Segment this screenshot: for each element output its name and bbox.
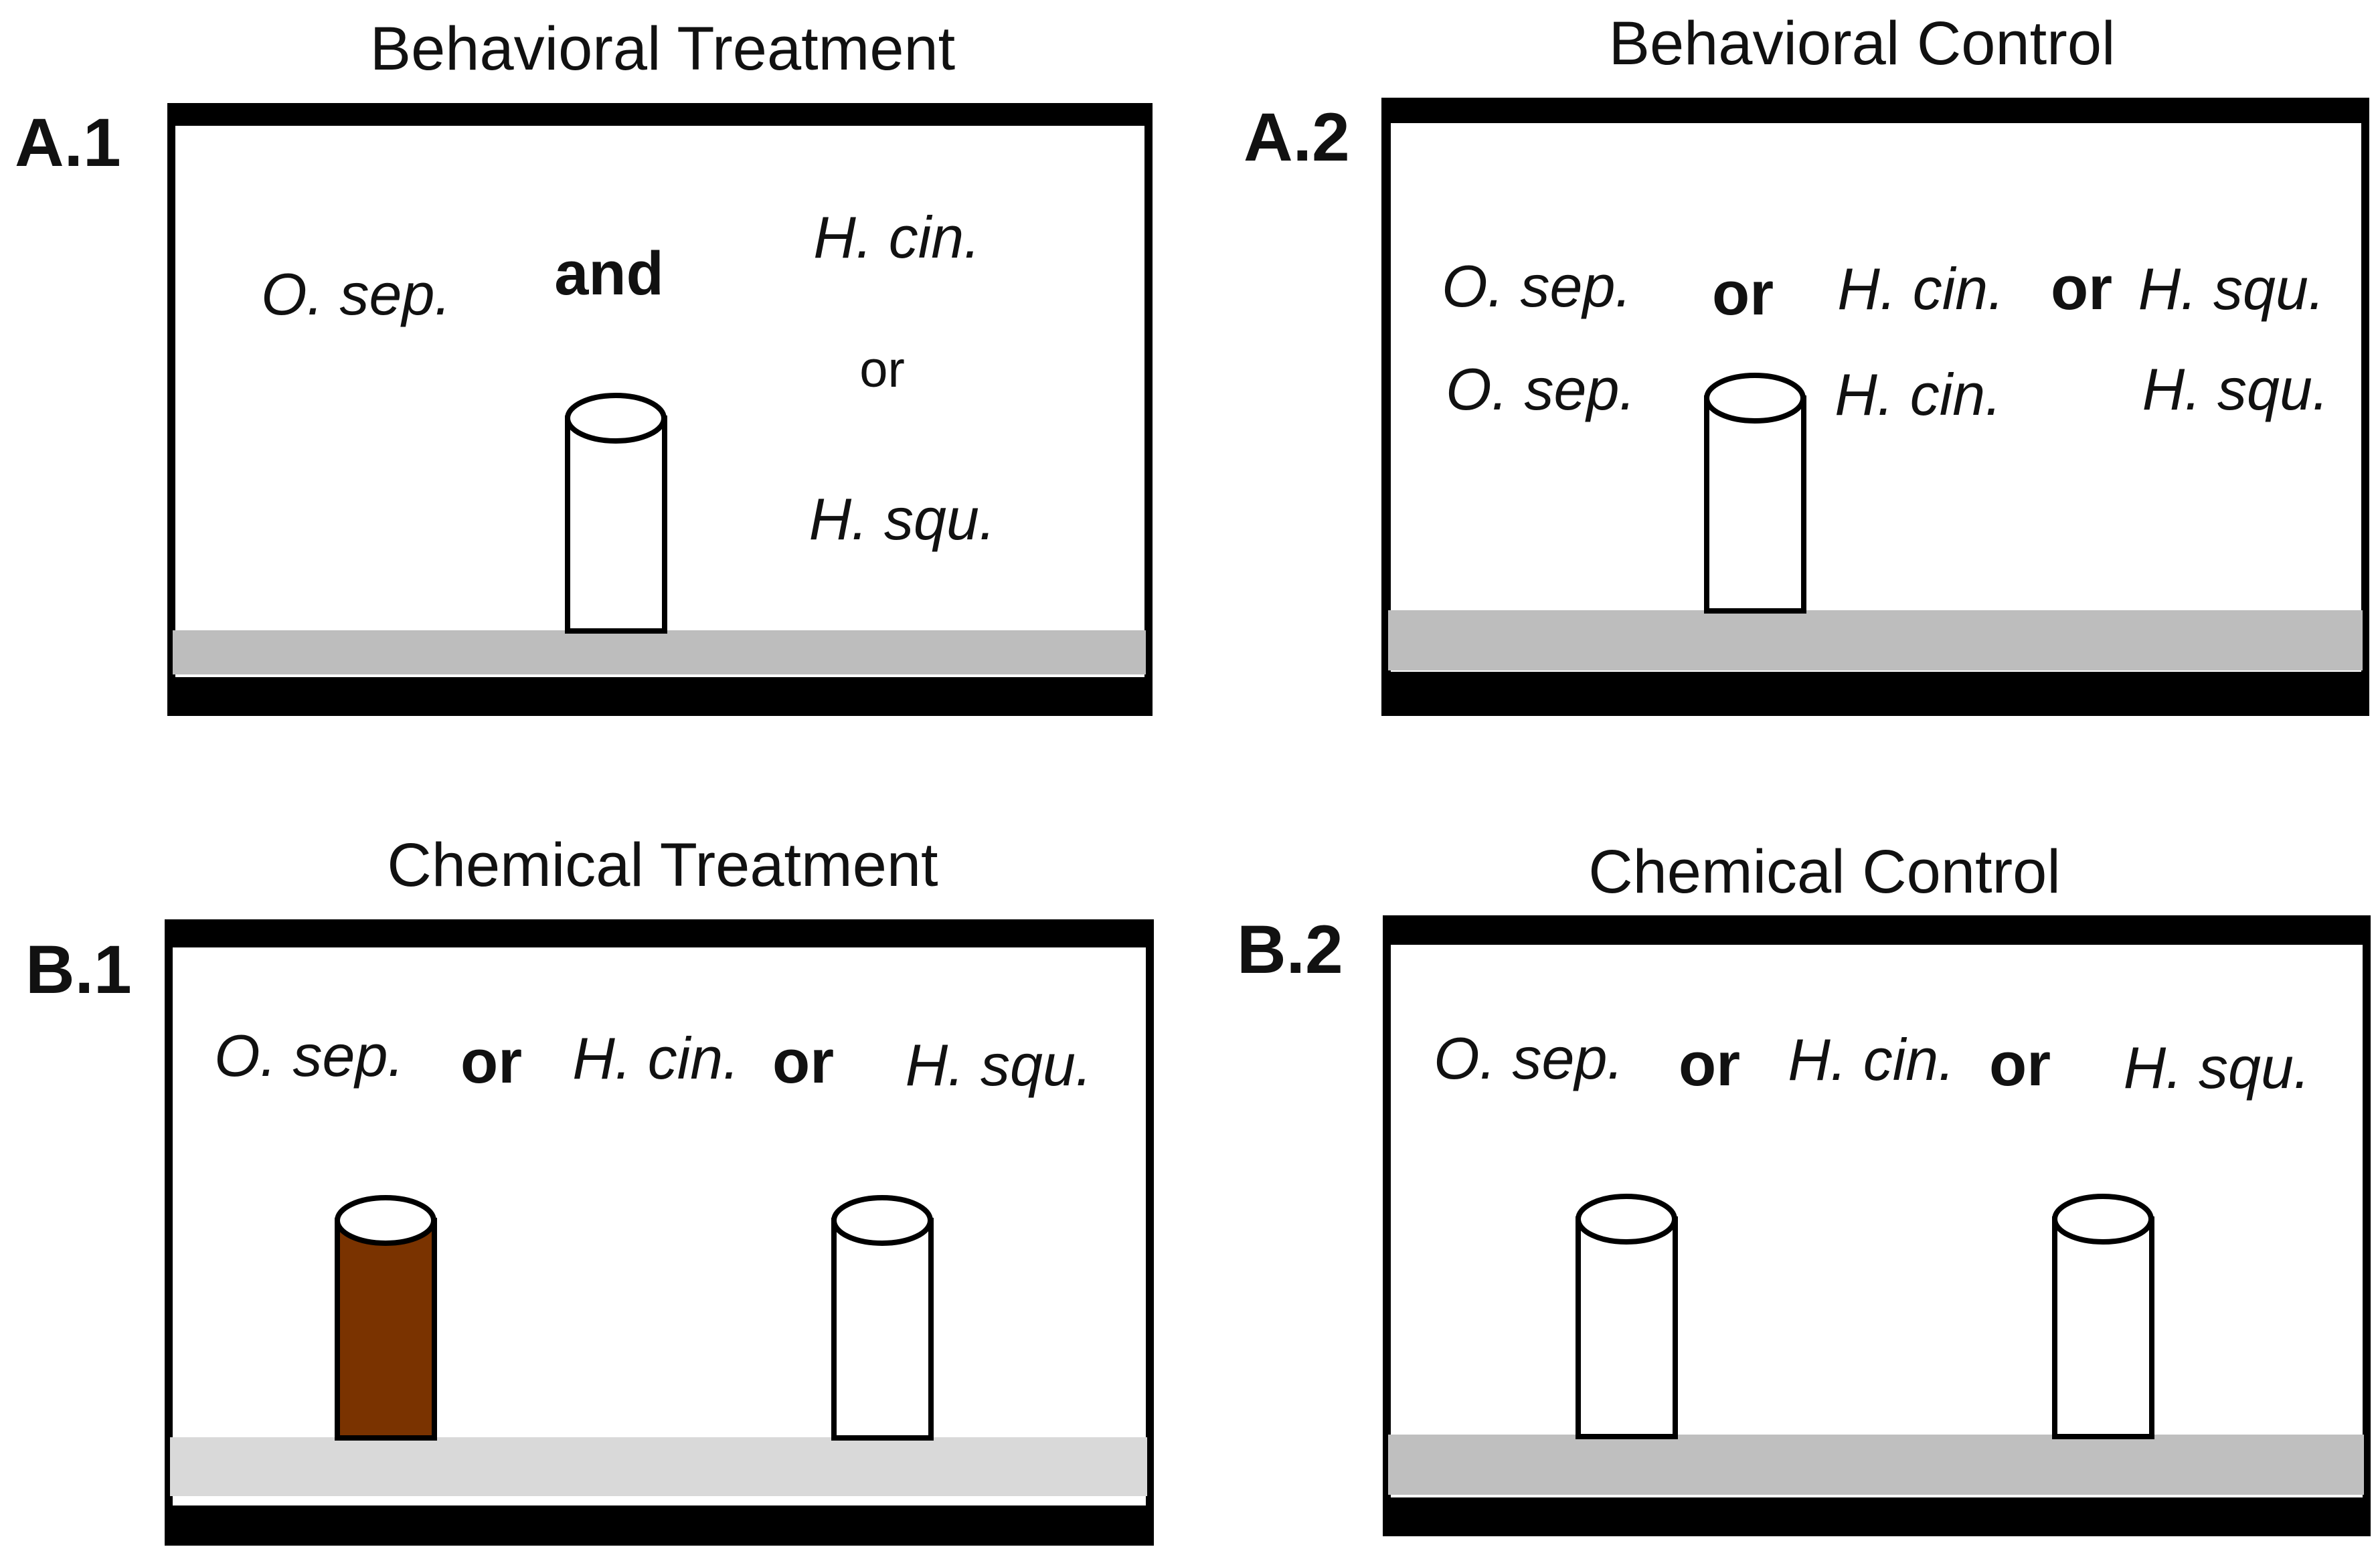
species-h-cin: H. cin. [1788, 1026, 1954, 1093]
cylinder-top [1576, 1194, 1677, 1245]
species-o-sep: O. sep. [1442, 253, 1632, 319]
clean-cylinder [831, 1195, 934, 1441]
conjunction-or: or [1679, 1030, 1740, 1099]
cylinder-body [565, 416, 667, 634]
panel-a1: Behavioral Treatment A.1 O. sep. and H. … [15, 15, 1153, 716]
clean-cylinder [1576, 1194, 1678, 1439]
cylinder-body [335, 1218, 437, 1441]
species-h-squ: H. squ. [809, 486, 996, 552]
species-o-sep: O. sep. [1434, 1025, 1624, 1091]
panel-a2-label: A.2 [1244, 99, 1350, 175]
aquarium-floor [173, 630, 1146, 674]
clean-cylinder [2052, 1194, 2154, 1439]
species-o-sep: O. sep. [214, 1022, 404, 1089]
species-h-cin: H. cin. [813, 204, 980, 270]
cylinder-body [831, 1218, 934, 1441]
species-h-cin: H. cin. [1837, 256, 2004, 322]
species-h-cin: H. cin. [572, 1025, 739, 1091]
species-h-squ: H. squ. [2142, 356, 2329, 422]
conjunction-or: or [1989, 1030, 2051, 1099]
aquarium-floor [170, 1437, 1147, 1496]
panel-b2: Chemical Control B.2 O. sep. or H. cin. … [1237, 838, 2371, 1536]
aquarium-floor [1388, 610, 2363, 670]
species-h-cin: H. cin. [1835, 361, 2001, 428]
cylinder-top [335, 1195, 436, 1246]
cylinder-body [1704, 395, 1806, 614]
panel-b2-aquarium [1383, 915, 2371, 1536]
cylinder-top [2052, 1194, 2154, 1245]
panel-a1-label: A.1 [15, 104, 121, 181]
panel-b2-label: B.2 [1237, 911, 1343, 988]
panel-b1-title: Chemical Treatment [387, 831, 938, 899]
cylinder [1704, 373, 1806, 614]
species-o-sep: O. sep. [261, 261, 451, 327]
cylinder-body [1576, 1216, 1678, 1439]
panel-a1-title: Behavioral Treatment [370, 15, 955, 83]
panel-a1-aquarium [167, 103, 1153, 716]
aquarium-floor [1388, 1435, 2364, 1495]
cylinder-top [1704, 373, 1806, 424]
cylinder [565, 393, 667, 634]
conjunction-or: or [859, 341, 905, 398]
cylinder-body [2052, 1216, 2154, 1439]
species-h-squ: H. squ. [2124, 1034, 2310, 1101]
species-o-sep: O. sep. [1446, 356, 1636, 422]
aquarium-interior [1391, 123, 2361, 672]
species-h-squ: H. squ. [2138, 256, 2325, 322]
panel-a2-title: Behavioral Control [1609, 9, 2116, 78]
species-h-squ: H. squ. [906, 1032, 1092, 1098]
conjunction-or: or [2051, 254, 2112, 323]
cylinder-top [831, 1195, 933, 1246]
panel-b1-label: B.1 [25, 931, 132, 1008]
panel-b1: Chemical Treatment B.1 O. sep. or H. cin… [25, 831, 1154, 1546]
conjunction-or: or [1712, 260, 1774, 328]
stained-cylinder [335, 1195, 437, 1441]
panel-a2-aquarium [1381, 98, 2369, 716]
conjunction-or: or [460, 1028, 522, 1096]
conjunction-or: or [772, 1028, 834, 1096]
panel-b1-aquarium [165, 919, 1154, 1546]
panel-b2-title: Chemical Control [1588, 838, 2061, 906]
conjunction-and: and [554, 240, 664, 308]
panel-a2: Behavioral Control A.2 O. sep. or H. cin… [1244, 9, 2369, 716]
cylinder-top [565, 393, 667, 444]
aquarium-interior [1391, 945, 2363, 1497]
